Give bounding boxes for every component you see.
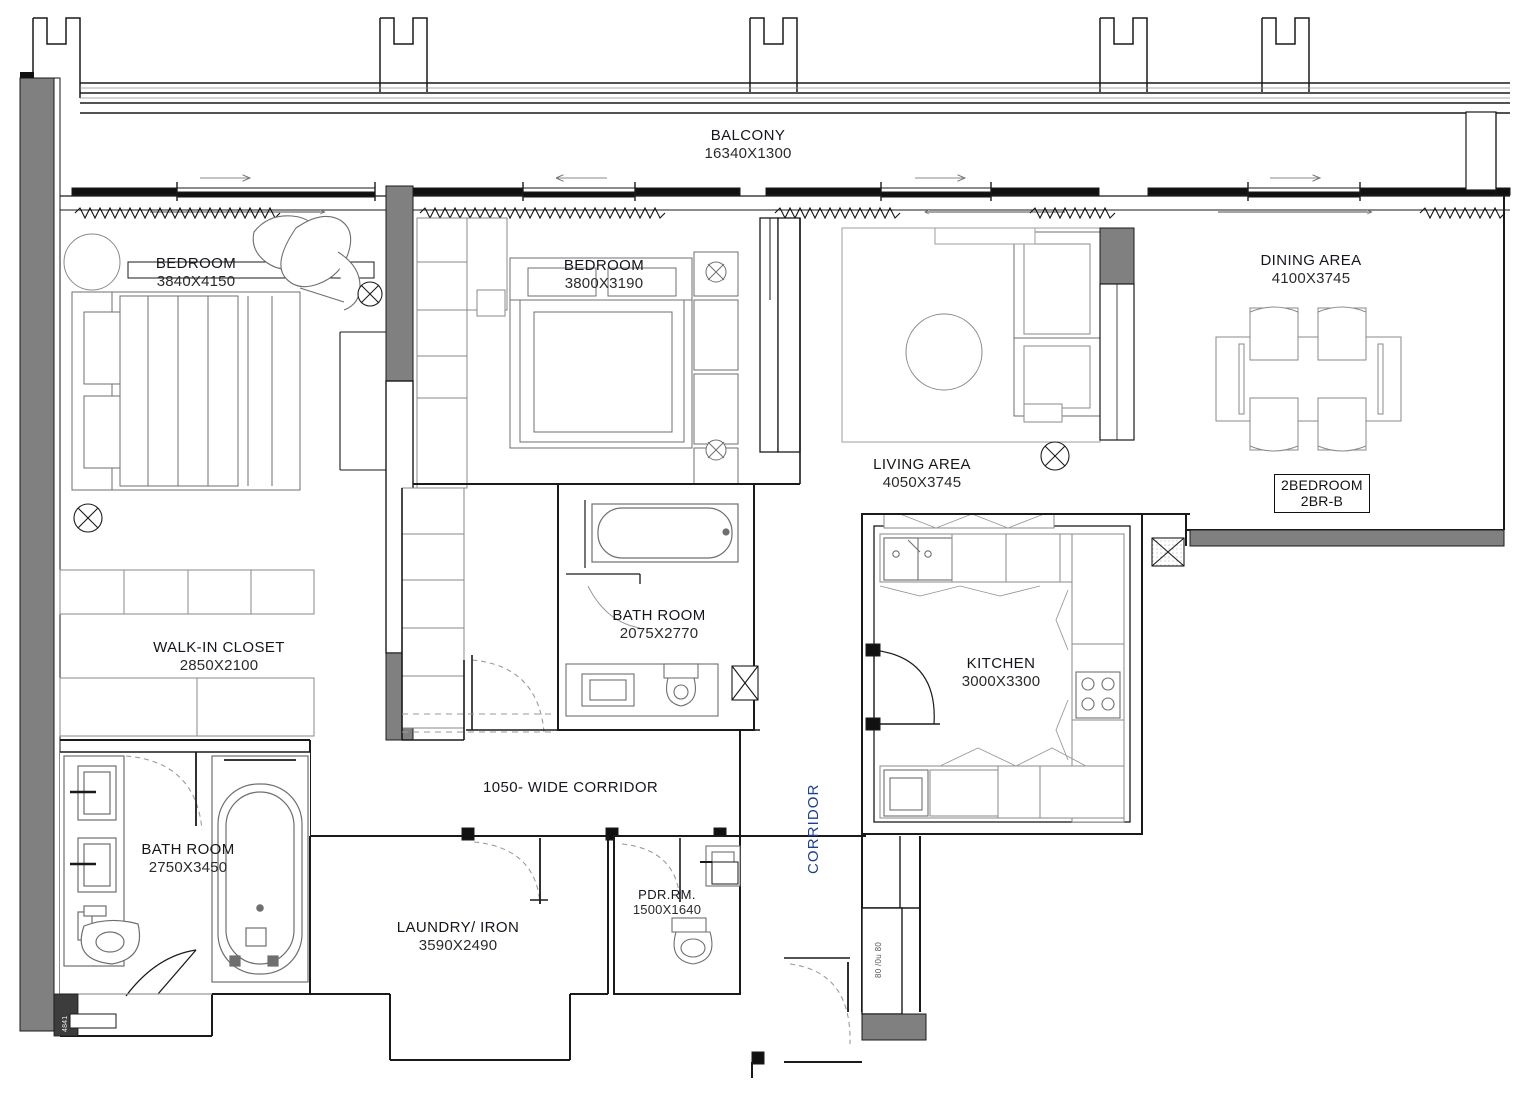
walk-in-closet-walls bbox=[59, 487, 465, 836]
bathtub-icon-2 bbox=[584, 500, 739, 568]
ceiling-fixture-icon-master bbox=[357, 281, 383, 307]
dining-chair-icon bbox=[1249, 306, 1367, 452]
stove-icon bbox=[1075, 671, 1121, 719]
balcony-railing bbox=[32, 17, 1510, 114]
corridor-width-note: 1050- WIDE CORRIDOR bbox=[483, 779, 659, 796]
bedroom-2-walls bbox=[413, 217, 801, 730]
corridor-vertical-walls bbox=[751, 834, 927, 1078]
door-swing-bath1-inner bbox=[125, 949, 197, 997]
sink-icon bbox=[883, 537, 953, 581]
armchair-icon-master bbox=[252, 215, 361, 311]
unit-type-line-1: 2BEDROOM bbox=[1281, 477, 1363, 493]
bathtub-icon-1 bbox=[211, 755, 309, 983]
bath-room-1-walls bbox=[53, 751, 311, 1037]
bath-room-2-walls bbox=[402, 483, 759, 733]
bedroom-1-walls bbox=[63, 185, 414, 741]
bed-icon-master bbox=[71, 291, 301, 491]
toilet-icon-2 bbox=[663, 663, 699, 707]
unit-type-tag: 2BEDROOM 2BR-B bbox=[1274, 474, 1370, 514]
washing-machine-icon bbox=[883, 769, 929, 817]
unit-type-line-2: 2BR-B bbox=[1300, 493, 1343, 510]
balcony-glazing bbox=[60, 182, 1511, 211]
ceiling-fixture-icon-closet bbox=[73, 503, 103, 533]
duct-size-label: 80 /0u 80 bbox=[874, 941, 883, 978]
toilet-icon-1 bbox=[77, 905, 140, 965]
kitchen-walls bbox=[861, 513, 1190, 835]
dining-furniture bbox=[1215, 306, 1402, 452]
duct-symbol-kitchen bbox=[1151, 537, 1185, 567]
corridor-label: CORRIDOR bbox=[805, 783, 822, 874]
toilet-icon-pdr bbox=[671, 917, 713, 965]
curtain-symbols bbox=[74, 206, 1506, 220]
bed-icon-twin bbox=[509, 257, 693, 449]
powder-room-walls bbox=[613, 835, 741, 995]
wall-tag-label: 4841 bbox=[62, 1015, 69, 1032]
laundry-walls bbox=[309, 836, 609, 1061]
living-area-furniture bbox=[841, 227, 1101, 443]
nightstand-icon bbox=[693, 251, 739, 489]
ceiling-fixture-icon-living bbox=[1040, 441, 1070, 471]
corner-glazing-panel bbox=[1465, 111, 1497, 196]
